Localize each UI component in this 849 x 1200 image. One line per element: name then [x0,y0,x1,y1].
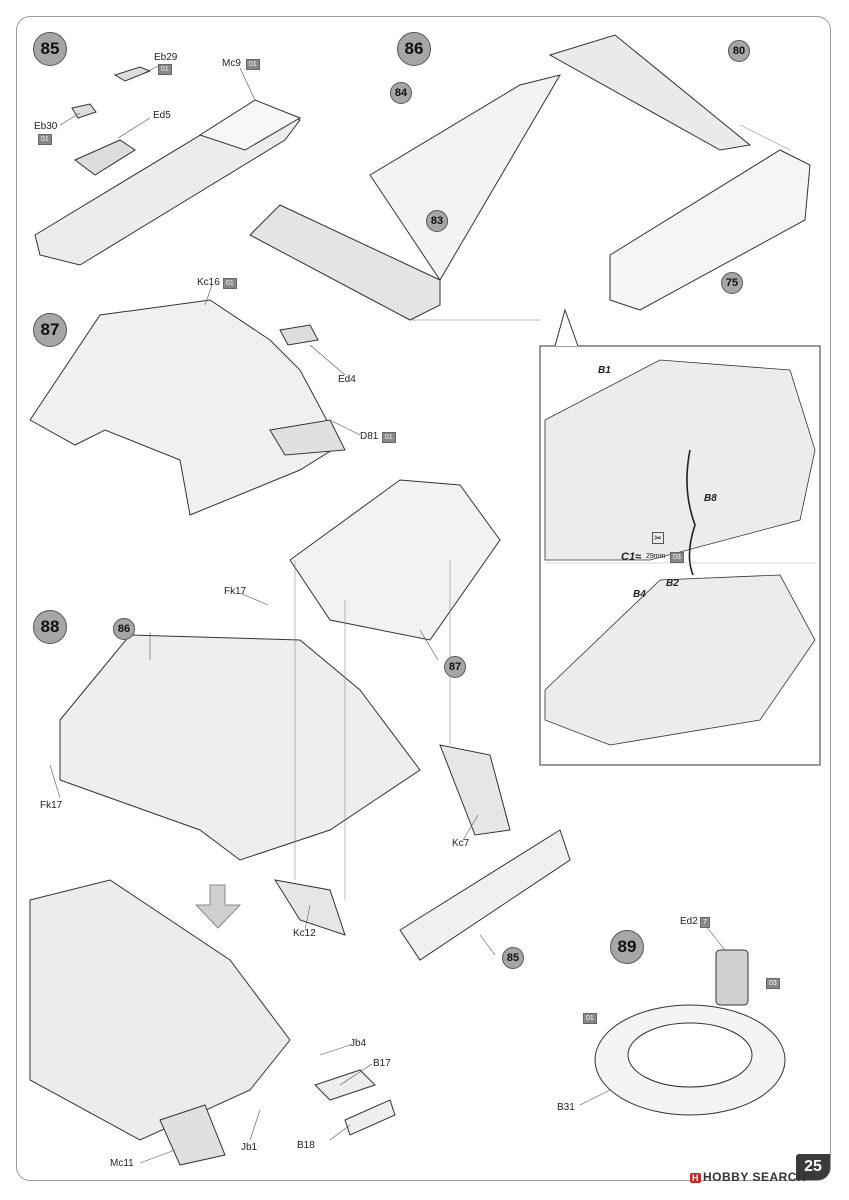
watermark-logo: H [690,1173,701,1183]
step-89-badge: 89 [610,930,644,964]
part-tag: 03 [766,978,780,989]
part-tag: 01 [246,59,260,70]
part-b8: B8 [704,493,717,504]
part-mc9: Mc9 [222,58,241,69]
step-85-badge: 85 [33,32,67,66]
wire-note-label: C1≈ [621,551,642,563]
part-eb29: Eb29 [154,52,178,63]
ref-83: 83 [426,210,448,232]
step-87-badge: 87 [33,313,67,347]
step-86-badge: 86 [397,32,431,66]
part-b17: B17 [373,1058,391,1069]
part-b4: B4 [633,589,646,600]
part-b18: B18 [297,1140,315,1151]
part-ed5: Ed5 [153,110,171,121]
part-tag: 01 [583,1013,597,1024]
part-tag: 01 [382,432,396,443]
part-tag: 7 [700,917,710,928]
part-fk17-left: Fk17 [40,800,63,811]
ref-75: 75 [721,272,743,294]
part-mc11: Mc11 [110,1158,134,1169]
part-kc7: Kc7 [452,838,470,849]
step-88-badge: 88 [33,610,67,644]
part-tag: 01 [158,64,172,75]
watermark-text: HOBBY SEARCH [703,1170,807,1184]
part-tag: 03 [670,552,684,563]
part-tag: 01 [38,134,52,145]
ref-84: 84 [390,82,412,104]
part-b2: B2 [666,578,679,589]
wire-note-length: 29mm [646,553,666,560]
part-ed4: Ed4 [338,374,356,385]
part-ed2: Ed2 [680,916,698,927]
part-jb1: Jb1 [241,1142,258,1153]
page-number: 25 [796,1154,830,1180]
ref-85: 85 [502,947,524,969]
part-kc16: Kc16 [197,277,220,288]
page-frame [16,16,831,1181]
ref-86: 86 [113,618,135,640]
cut-icon: ✂ [652,532,664,544]
part-jb4: Jb4 [350,1038,367,1049]
part-fk17-top: Fk17 [224,586,247,597]
part-b31: B31 [557,1102,575,1113]
part-b1: B1 [598,365,611,376]
part-kc12: Kc12 [293,928,316,939]
ref-87: 87 [444,656,466,678]
part-d81: D81 [360,431,379,442]
part-eb30: Eb30 [34,121,58,132]
part-tag: 01 [223,278,237,289]
ref-80: 80 [728,40,750,62]
